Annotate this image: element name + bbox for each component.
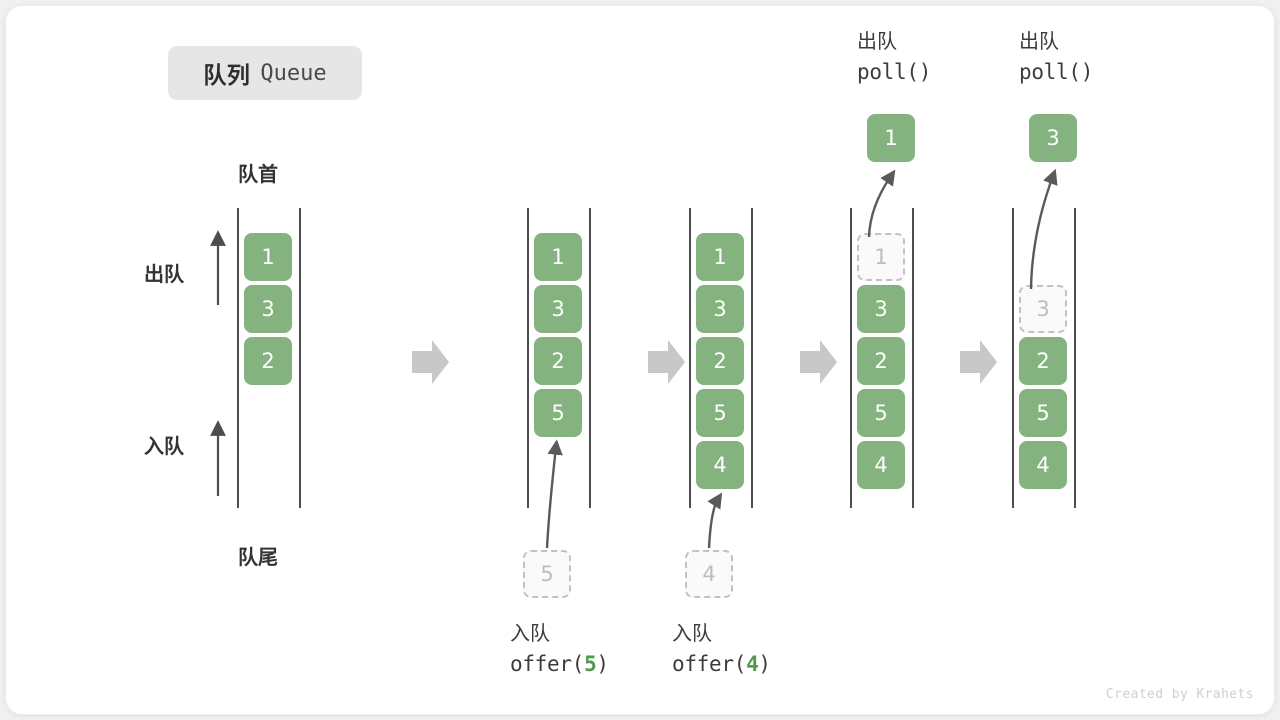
queue-rail [1012, 208, 1014, 508]
operation-label-cn: 入队 [510, 623, 550, 645]
label-enqueue-side: 入队 [144, 436, 184, 458]
operation-label-cn: 出队 [857, 31, 897, 53]
queue-rail [1074, 208, 1076, 508]
label-dequeue-side: 出队 [144, 264, 184, 286]
queue-element: 2 [857, 337, 905, 385]
queue-element: 2 [696, 337, 744, 385]
queue-element: 4 [1019, 441, 1067, 489]
queue-element: 3 [857, 285, 905, 333]
pending-element-ghost: 4 [685, 550, 733, 598]
title-chinese: 队列 [203, 62, 251, 88]
queue-element: 2 [244, 337, 292, 385]
queue-element: 5 [696, 389, 744, 437]
queue-element: 5 [1019, 389, 1067, 437]
credit-text: Created by Krahets [1105, 687, 1254, 702]
queue-element: 4 [857, 441, 905, 489]
queue-element: 1 [534, 233, 582, 281]
popped-element: 1 [867, 114, 915, 162]
queue-element: 5 [857, 389, 905, 437]
diagram-card [6, 6, 1274, 714]
operation-argument: 4 [746, 652, 759, 676]
operation-label-bottom: 入队 offer(4) [672, 620, 771, 679]
operation-label-bottom: 入队 offer(5) [510, 620, 609, 679]
popped-element: 3 [1029, 114, 1077, 162]
queue-rail [589, 208, 591, 508]
diagram-title-badge: 队列 Queue [168, 46, 362, 100]
queue-element: 3 [244, 285, 292, 333]
ghost-box: 1 [857, 233, 905, 281]
queue-rail [237, 208, 239, 508]
label-queue-front: 队首 [238, 164, 278, 186]
queue-rail [850, 208, 852, 508]
queue-element: 3 [534, 285, 582, 333]
pending-element-ghost: 5 [523, 550, 571, 598]
operation-label-code: offer(4) [672, 652, 771, 676]
queue-rail [299, 208, 301, 508]
label-queue-rear: 队尾 [238, 547, 278, 569]
queue-element: 5 [534, 389, 582, 437]
queue-element: 2 [534, 337, 582, 385]
queue-element: 3 [696, 285, 744, 333]
operation-argument: 5 [584, 652, 597, 676]
queue-rail [689, 208, 691, 508]
queue-element: 1 [244, 233, 292, 281]
queue-rail [527, 208, 529, 508]
operation-label-cn: 出队 [1019, 31, 1059, 53]
operation-label-top: 出队 poll() [1019, 28, 1093, 87]
operation-label-code: poll() [857, 60, 932, 84]
operation-label-top: 出队 poll() [857, 28, 931, 87]
queue-rail [912, 208, 914, 508]
operation-label-code: poll() [1019, 60, 1094, 84]
queue-element: 1 [696, 233, 744, 281]
queue-element: 2 [1019, 337, 1067, 385]
operation-label-cn: 入队 [672, 623, 712, 645]
operation-label-code: offer(5) [510, 652, 609, 676]
title-english: Queue [260, 60, 327, 86]
queue-element: 4 [696, 441, 744, 489]
queue-rail [751, 208, 753, 508]
ghost-box: 3 [1019, 285, 1067, 333]
